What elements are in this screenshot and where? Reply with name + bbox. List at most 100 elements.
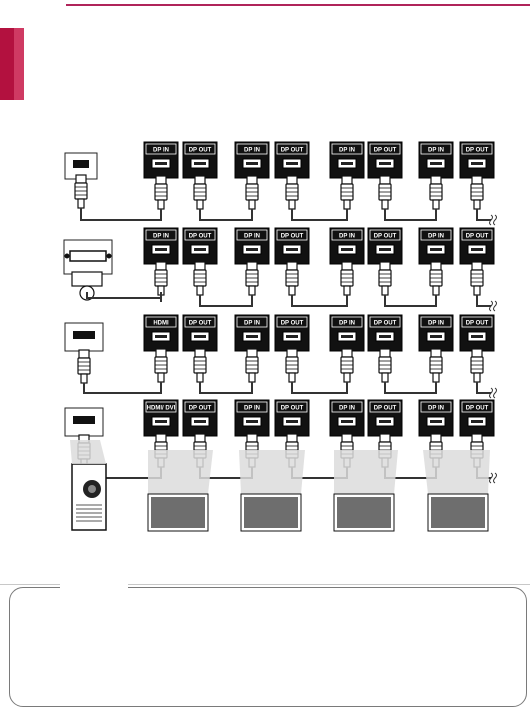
plug-strain (381, 199, 389, 210)
port-label-frame (236, 401, 268, 413)
break-mark (489, 214, 493, 226)
port-label: DP IN (428, 406, 444, 412)
plug-tip (341, 348, 353, 358)
port-socket-pins (194, 335, 206, 338)
port-socket-pins (430, 248, 442, 251)
cable-continues (476, 300, 497, 312)
port-socket-pins (155, 420, 167, 423)
port-socket-pins (194, 162, 206, 165)
plug-tip (194, 175, 206, 185)
plug-strain (248, 372, 256, 383)
plug-tip (341, 175, 353, 185)
port-in: DP IN (234, 314, 270, 352)
port-label-frame (369, 316, 401, 328)
port-label: DP IN (153, 234, 169, 240)
source-cable (83, 387, 162, 394)
cable-plug (154, 261, 168, 302)
light-beam (70, 440, 106, 464)
port-socket-pins (246, 420, 258, 423)
port-socket-pins (194, 420, 206, 423)
port-out: DP OUT (274, 227, 310, 265)
port-out: DP OUT (274, 399, 310, 437)
port-label-frame (184, 229, 216, 241)
port-label-frame (236, 143, 268, 155)
port-label-frame (276, 401, 308, 413)
daisy-chain-cable (199, 214, 253, 221)
port-label: DP IN (428, 148, 444, 154)
cable-plug (470, 348, 484, 389)
cable-plug (378, 261, 392, 302)
port-label-frame (369, 401, 401, 413)
plug-strain (473, 372, 481, 383)
cable-plug (378, 175, 392, 216)
port-label: DP OUT (466, 234, 489, 240)
light-beam (423, 450, 490, 494)
port-out: DP OUT (459, 314, 495, 352)
cable-plug (154, 348, 168, 389)
plug-tip (341, 433, 353, 443)
port-label: DP OUT (466, 406, 489, 412)
daisy-chain-cable (291, 387, 348, 394)
plug-tip (379, 175, 391, 185)
port-label: DP OUT (189, 148, 212, 154)
cable-plug (285, 175, 299, 216)
daisy-chain-cable (384, 387, 437, 394)
cable-plug (193, 175, 207, 216)
port-out: DP OUT (367, 141, 403, 179)
cable-plug (429, 175, 443, 216)
plug-strain (343, 199, 351, 210)
port-label: DP IN (244, 148, 260, 154)
port-label-frame (276, 229, 308, 241)
chapter-tab (0, 28, 24, 100)
cable-plug (340, 175, 354, 216)
break-mark (489, 472, 493, 484)
plug-tip (155, 348, 167, 358)
note-tab (60, 584, 128, 590)
port-out: DP OUT (459, 227, 495, 265)
port-in: DP IN (418, 314, 454, 352)
port-label: DP OUT (281, 406, 304, 412)
port-label: DP OUT (466, 148, 489, 154)
cable-plug (285, 348, 299, 389)
port-socket-pins (286, 248, 298, 251)
port-socket-pins (155, 248, 167, 251)
port-socket-pins (286, 335, 298, 338)
plug-tip (379, 433, 391, 443)
cable-plug (378, 348, 392, 389)
plug-tip (286, 348, 298, 358)
port-out: DP OUT (459, 141, 495, 179)
port-label-frame (145, 143, 177, 155)
plug-tip (286, 175, 298, 185)
port-label-frame (145, 229, 177, 241)
header-rule (66, 4, 530, 6)
port-socket-pins (430, 162, 442, 165)
port-label: DP OUT (189, 321, 212, 327)
plug-tip (155, 433, 167, 443)
port-label: DP IN (339, 234, 355, 240)
port-label: DP IN (244, 406, 260, 412)
port-label-frame (236, 229, 268, 241)
port-socket-pins (341, 335, 353, 338)
port-socket-pins (471, 248, 483, 251)
port-in: DP IN (329, 399, 365, 437)
plug-tip (246, 175, 258, 185)
port-label: DP OUT (281, 234, 304, 240)
port-label-frame (331, 316, 363, 328)
plug-tip (471, 261, 483, 271)
cable-plug (429, 348, 443, 389)
port-in: DP IN (143, 141, 179, 179)
hdmi-port (73, 416, 95, 424)
source-cable (86, 292, 162, 299)
source-plug (77, 349, 91, 390)
plug-strain (196, 285, 204, 296)
port-socket-pins (379, 420, 391, 423)
hdmi-source-with-speaker (64, 407, 104, 437)
port-in: HDMI (143, 314, 179, 352)
light-beam (148, 450, 213, 494)
port-socket-pins (341, 162, 353, 165)
port-label-frame (369, 143, 401, 155)
port-label: DP OUT (189, 234, 212, 240)
port-label: DP IN (428, 234, 444, 240)
port-label: DP IN (339, 406, 355, 412)
port-label-frame (184, 143, 216, 155)
